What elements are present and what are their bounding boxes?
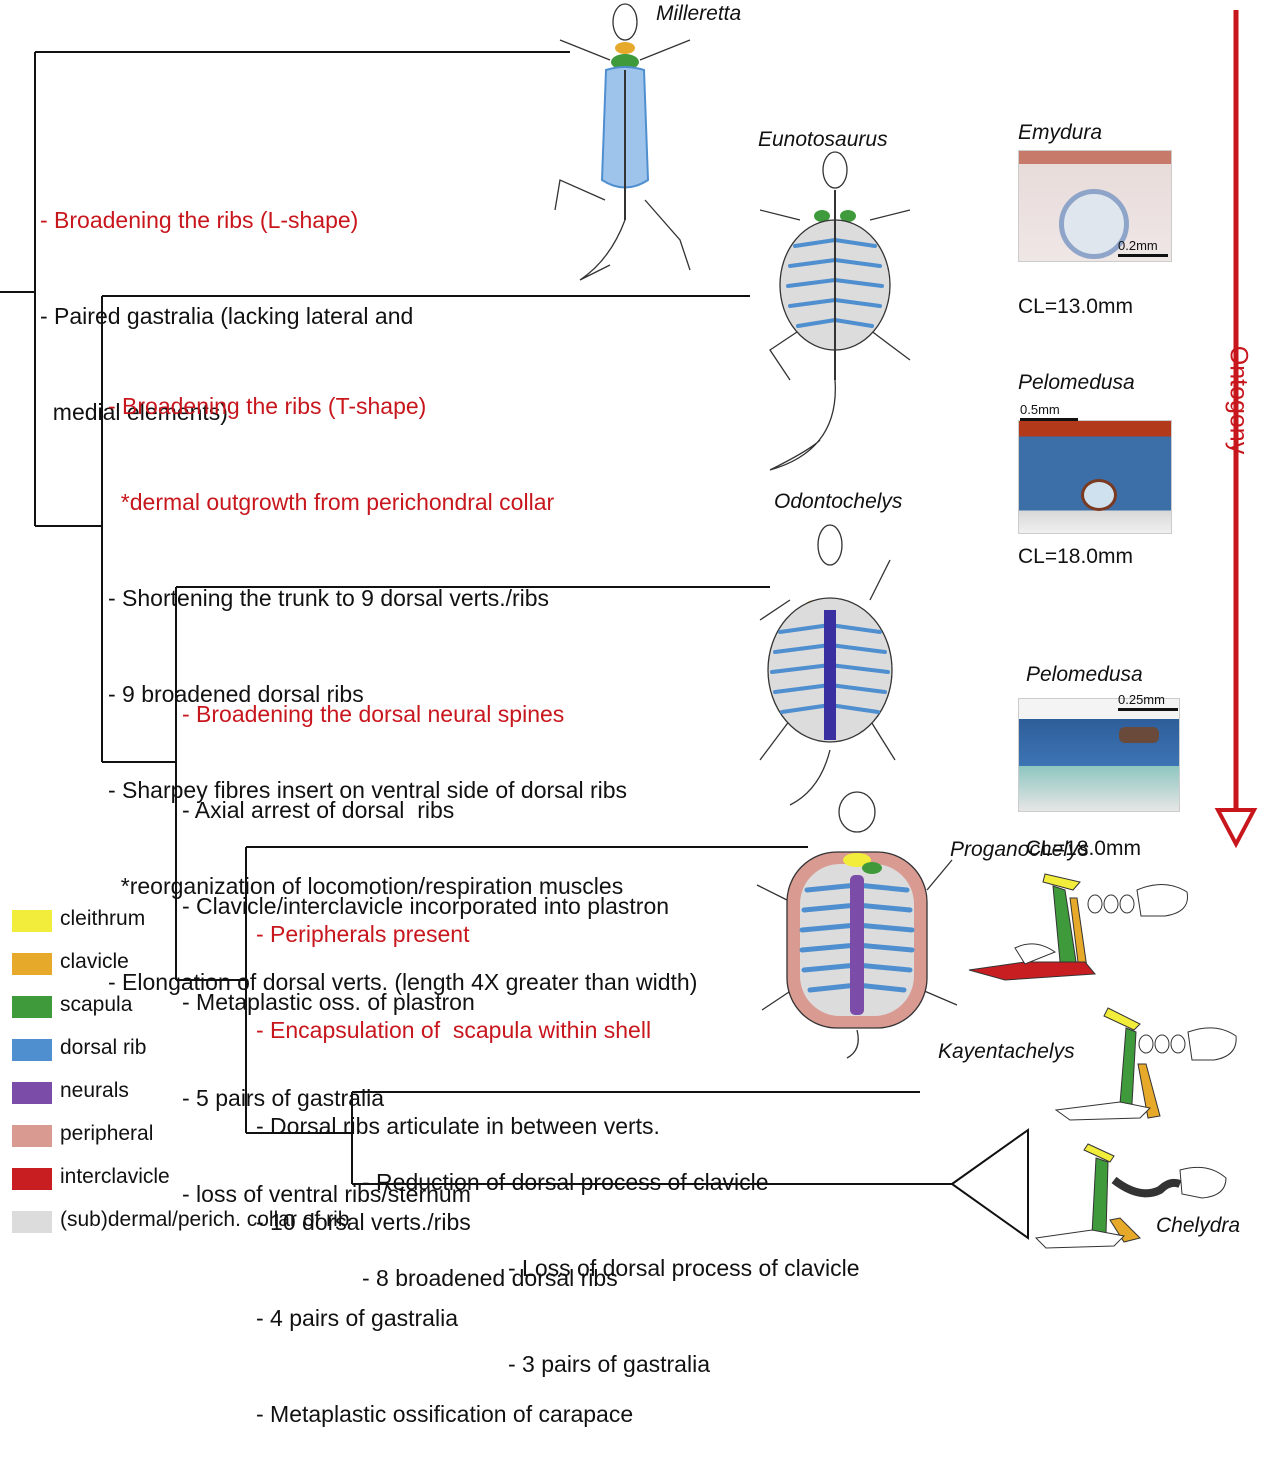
legend-swatch (12, 1168, 52, 1190)
legend-swatch (12, 1082, 52, 1104)
taxon-chelydra: Chelydra (1156, 1214, 1241, 1237)
legend-swatch (12, 1125, 52, 1147)
node2-line: - Sharpey fibres insert on ventral side … (108, 777, 628, 803)
node4-red-line: - Encapsulation of scapula within shell (256, 1017, 652, 1043)
histology-photo-emydura (1018, 150, 1172, 262)
node3-line: - loss of ventral ribs/sternum (182, 1181, 471, 1207)
scale-bar-3: 0.25mm (1118, 692, 1178, 711)
scale-bar-line (1020, 418, 1078, 421)
legend-label: clavicle (60, 950, 129, 973)
legend-label: scapula (60, 993, 133, 1016)
node6-line: - 3 pairs of gastralia (508, 1351, 710, 1377)
node1-line: - Paired gastralia (lacking lateral and (40, 303, 414, 329)
ontogeny-arrow (1214, 10, 1258, 849)
histology-species-genus: Emydura (1018, 121, 1103, 144)
node6-line: - Loss of dorsal process of clavicle (508, 1255, 860, 1281)
legend-label: (sub)dermal/perich. collar of rib (60, 1208, 350, 1231)
taxon-milleretta: Milleretta (656, 2, 742, 25)
tissue-fragment (1119, 727, 1159, 743)
legend-swatch (12, 953, 52, 975)
legend-label: neurals (60, 1079, 129, 1102)
node4-line: - Dorsal ribs articulate in between vert… (256, 1113, 660, 1139)
node4-red-line: - Peripherals present (256, 921, 470, 947)
scale-bar-1: 0.2mm (1118, 238, 1168, 257)
node2-red-line: - Broadening the ribs (T-shape) (108, 393, 427, 419)
legend-label: cleithrum (60, 907, 146, 930)
scale-bar-line (1118, 708, 1178, 711)
node1-line: medial elements) (40, 399, 228, 425)
legend-swatch (12, 996, 52, 1018)
node3-line: - Metaplastic oss. of plastron (182, 989, 475, 1015)
scale-bar-2: 0.5mm (1020, 402, 1078, 421)
node1-red-line: - Broadening the ribs (L-shape) (40, 207, 359, 233)
node3-line: - 5 pairs of gastralia (182, 1085, 384, 1111)
node2-line: *reorganization of locomotion/respiratio… (108, 873, 624, 899)
node6-characters: - Loss of dorsal process of clavicle - 3… (508, 1188, 860, 1412)
node2-line: - Elongation of dorsal verts. (length 4X… (108, 969, 698, 995)
legend-label: dorsal rib (60, 1036, 147, 1059)
histology-photo-pelomedusa-2 (1018, 698, 1180, 812)
taxon-eunotosaurus: Eunotosaurus (758, 128, 888, 151)
histology-species-genus: Pelomedusa (1026, 663, 1143, 686)
cladogram (0, 51, 1029, 1240)
legend-swatch (12, 1211, 52, 1233)
node1-characters: - Broadening the ribs (L-shape) - Paired… (40, 140, 413, 460)
histology-photo-pelomedusa-1 (1018, 420, 1172, 534)
histology-cl: CL=13.0mm (1018, 295, 1133, 318)
node3-line: - Clavicle/interclavicle incorporated in… (182, 893, 670, 919)
taxon-odontochelys: Odontochelys (774, 490, 903, 513)
node2-line: - Shortening the trunk to 9 dorsal verts… (108, 585, 550, 611)
node4-line: - 10 dorsal verts./ribs (256, 1209, 471, 1235)
scale-bar-label: 0.5mm (1020, 402, 1060, 417)
ontogeny-label: Ontogeny (1215, 340, 1261, 460)
legend-label: peripheral (60, 1122, 154, 1145)
node3-characters: - Broadening the dorsal neural spines - … (182, 634, 669, 1242)
eunotosaurus-skeleton-illustration (759, 151, 911, 471)
node2-line: - 9 broadened dorsal ribs (108, 681, 364, 707)
histology-cl: CL=18.0mm (1018, 545, 1133, 568)
rib-cross-section (1081, 479, 1117, 511)
node2-red-line: *dermal outgrowth from perichondral coll… (108, 489, 555, 515)
proganochelys-girdle-illustration (968, 873, 1189, 981)
histology-species-genus: Pelomedusa (1018, 371, 1135, 394)
taxon-kayentachelys: Kayentachelys (938, 1040, 1075, 1063)
odontochelys-skeleton-illustration (759, 524, 896, 806)
legend-swatch (12, 1039, 52, 1061)
scale-bar-label: 0.2mm (1118, 238, 1158, 253)
legend-label: interclavicle (60, 1165, 170, 1188)
taxon-proganochelys: Proganochelys (950, 838, 1089, 861)
scale-bar-label: 0.25mm (1118, 692, 1165, 707)
rib-cross-section (1059, 189, 1129, 259)
legend-swatch (12, 910, 52, 932)
proganochelys-skeleton-illustration (756, 791, 958, 1059)
node2-characters: - Broadening the ribs (T-shape) *dermal … (108, 326, 697, 1030)
scale-bar-line (1118, 254, 1168, 257)
ontogeny-text: Ontogeny (1224, 345, 1253, 455)
histology-cl: CL=18.0mm (1026, 837, 1141, 860)
kayentachelys-girdle-illustration (1054, 1007, 1237, 1121)
milleretta-skeleton-illustration (554, 3, 691, 281)
node3-line: - Axial arrest of dorsal ribs (182, 797, 455, 823)
node5-line: - Reduction of dorsal process of clavicl… (362, 1169, 769, 1195)
node3-red-line: - Broadening the dorsal neural spines (182, 701, 565, 727)
chelydra-girdle-illustration (1034, 1143, 1227, 1249)
